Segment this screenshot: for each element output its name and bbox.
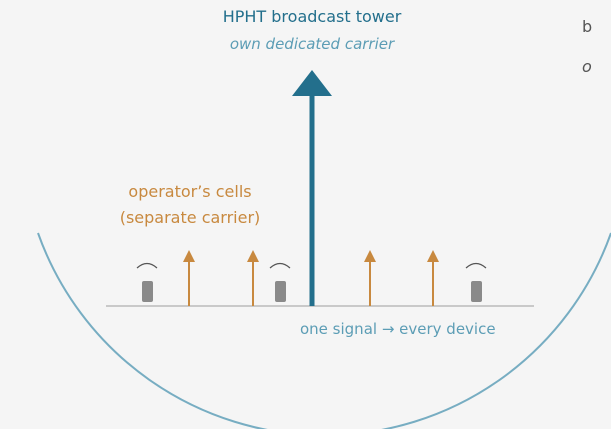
signal-arc-icon — [269, 262, 291, 269]
operator-cell-2 — [247, 250, 259, 306]
coverage-arc — [37, 232, 611, 429]
arrow-up-icon — [247, 250, 259, 262]
clipped-label-line-1: b — [582, 17, 592, 36]
operator-cells-carrier-label: (separate carrier) — [120, 208, 261, 227]
operator-cells-label: operator’s cells — [128, 182, 251, 201]
ground-caption: one signal → every device — [300, 320, 496, 338]
signal-arc-icon — [136, 262, 158, 269]
tower-title: HPHT broadcast tower — [223, 7, 402, 26]
arrow-up-icon — [183, 250, 195, 262]
phone-icon — [275, 281, 286, 302]
arrow-up-icon — [427, 250, 439, 262]
signal-arc-icon — [465, 262, 487, 269]
phone-icon — [471, 281, 482, 302]
device-3 — [465, 262, 487, 302]
tower — [292, 70, 332, 306]
device-1 — [136, 262, 158, 302]
operator-cell-1 — [183, 250, 195, 306]
operator-cell-4 — [427, 250, 439, 306]
phone-icon — [142, 281, 153, 302]
device-2 — [269, 262, 291, 302]
arrow-up-icon — [364, 250, 376, 262]
clipped-label-line-2: o — [582, 57, 592, 76]
tower-arrowhead-icon — [292, 70, 332, 96]
operator-cell-3 — [364, 250, 376, 306]
tower-subtitle: own dedicated carrier — [230, 35, 395, 53]
